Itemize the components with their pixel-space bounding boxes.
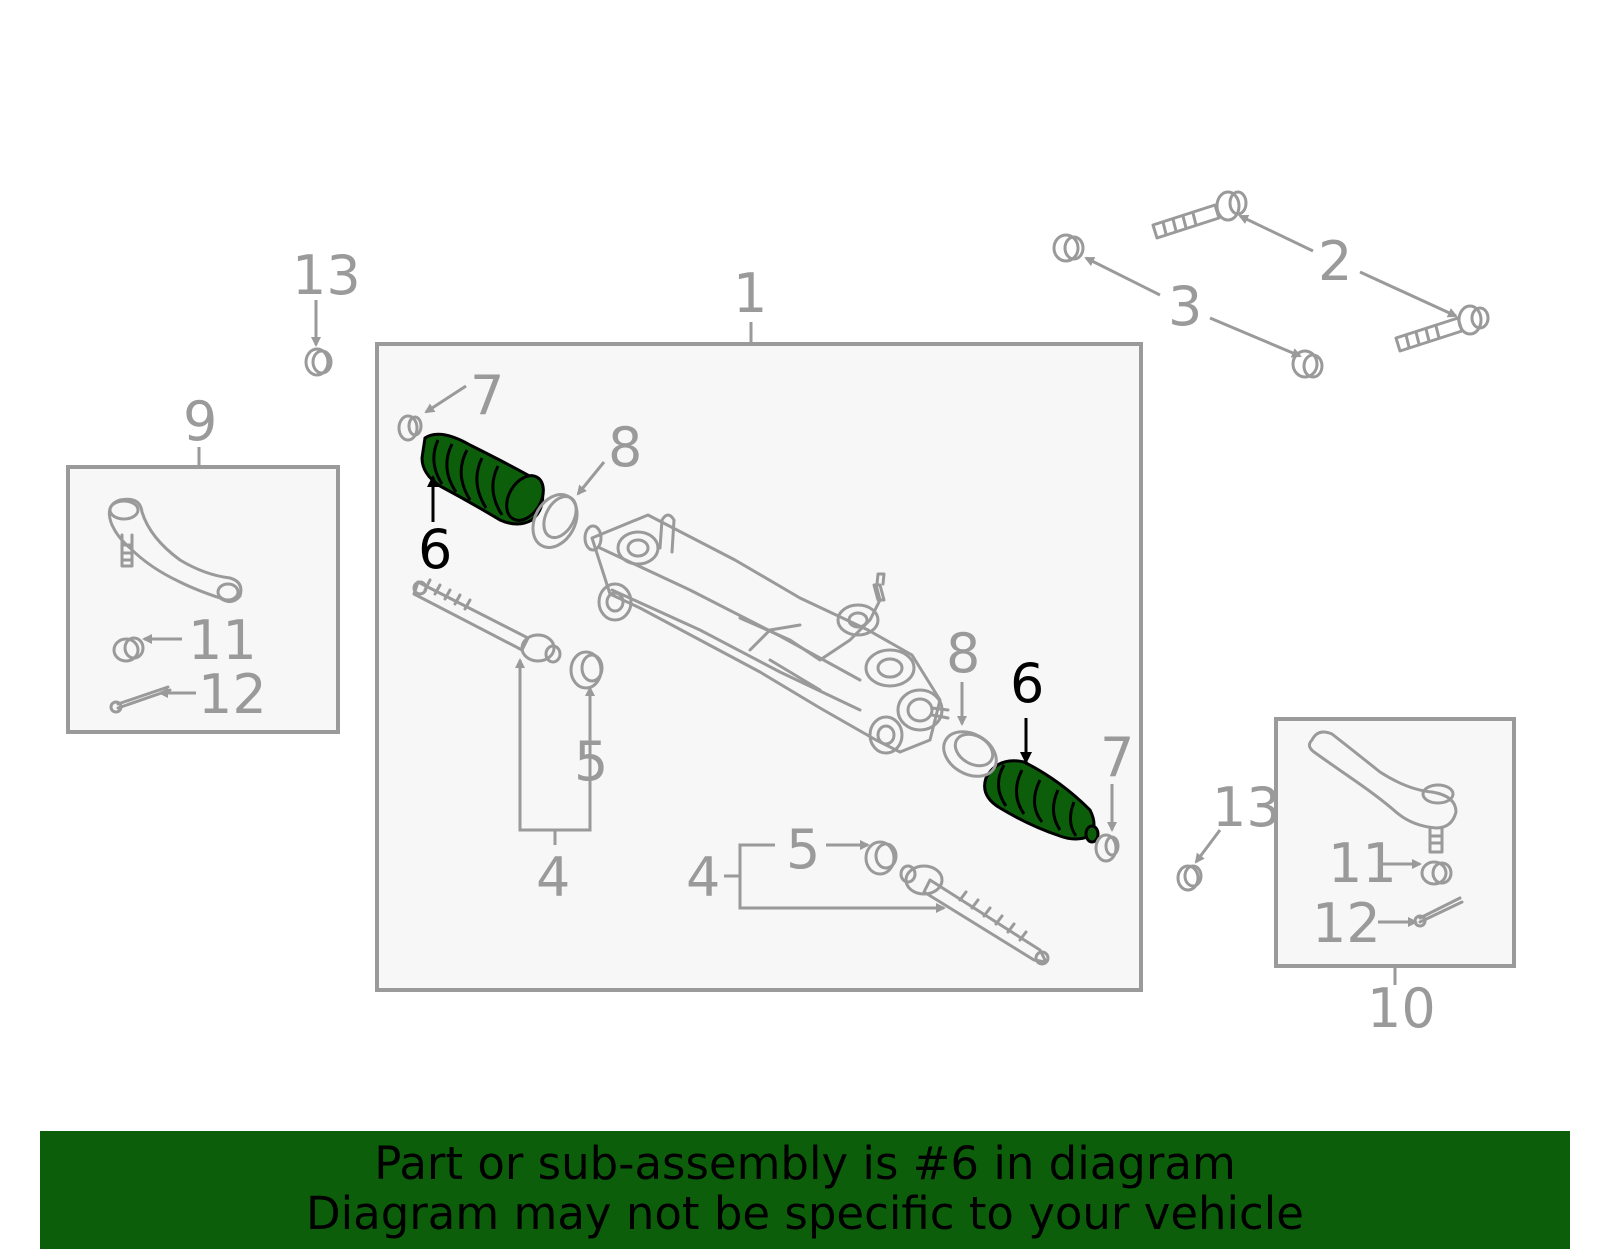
boot-6-left [420,432,545,526]
callout-13-right: 13 [1212,776,1281,839]
ring-8-right [942,730,998,778]
tie-rod-end-left [107,497,243,603]
bolt-2-upper [1151,190,1248,240]
footer-banner: Part or sub-assembly is #6 in diagram Di… [40,1131,1570,1249]
callout-4-right: 4 [686,846,720,909]
callout-8-left: 8 [608,416,642,479]
callout-1: 1 [733,262,767,325]
nut-13-left [304,347,333,377]
footer-line-2: Diagram may not be specific to your vehi… [306,1187,1304,1240]
washer-5-right [864,840,898,876]
tie-rod-end-right [1307,730,1458,854]
washer-5-left [569,650,604,690]
nut-11-right [1420,860,1453,886]
clamp-7-right [1094,833,1120,863]
nut-13-right [1176,864,1203,892]
callout-4-left: 4 [536,846,570,909]
clamp-7-left [397,414,423,442]
footer-line-1: Part or sub-assembly is #6 in diagram [374,1137,1236,1190]
callout-5-right: 5 [786,818,820,881]
callout-8-right: 8 [946,622,980,685]
nut-11-left [112,636,145,663]
rack-housing [583,513,950,755]
callout-5-left: 5 [574,730,608,793]
inner-tie-rod-4-right [899,864,1050,966]
bolt-2-lower [1394,304,1490,353]
callout-7-right: 7 [1100,726,1134,789]
nut-3-lower [1291,349,1324,379]
ring-8-left [531,493,579,549]
nut-3-upper [1052,233,1085,263]
callout-13-left: 13 [292,244,361,307]
callout-12-left: 12 [198,663,267,726]
inner-tie-rod-4-left [412,578,562,664]
steering-gear-assembly-box [375,342,1143,992]
tie-rod-end-right-box [1274,717,1516,968]
callout-12-right: 12 [1312,892,1381,955]
callout-11-left: 11 [188,609,257,672]
tie-rod-end-left-box [66,465,340,734]
callout-3: 3 [1168,275,1202,338]
callout-10: 10 [1367,977,1436,1040]
callout-6-left: 6 [418,518,452,581]
callout-9: 9 [183,390,217,453]
callout-7-left: 7 [470,364,504,427]
callout-2: 2 [1318,230,1352,293]
callout-11-right: 11 [1328,832,1397,895]
callout-6-right: 6 [1010,652,1044,715]
